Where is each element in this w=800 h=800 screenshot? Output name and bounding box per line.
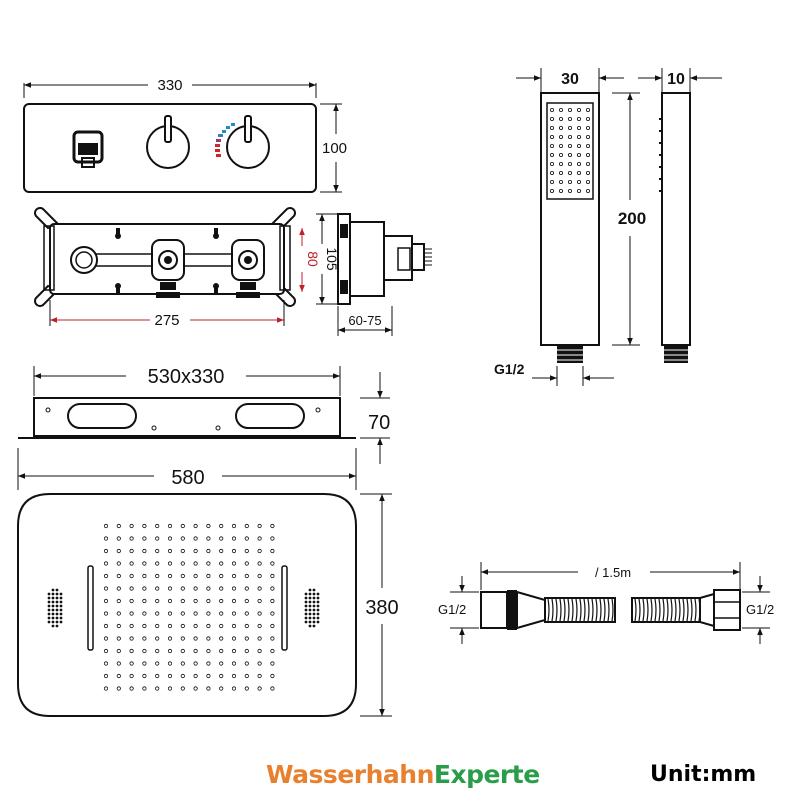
panel-plate bbox=[23, 103, 317, 193]
hand-shower: 30 10 200 bbox=[494, 68, 722, 386]
hand-nozzle-grid bbox=[550, 108, 591, 193]
hose-thread-right-label: G1/2 bbox=[746, 602, 774, 617]
panel-height-label: 100 bbox=[322, 140, 347, 157]
brand-logo: WasserhahnExperte bbox=[266, 760, 540, 789]
control-panel: 330 bbox=[23, 77, 347, 193]
panel-width-label: 330 bbox=[157, 77, 182, 94]
hose-outlet-icon bbox=[72, 130, 104, 168]
mist-nozzle-left bbox=[47, 588, 63, 628]
rain-head-height-label: 380 bbox=[365, 597, 398, 619]
brand-part-2: Experte bbox=[433, 760, 540, 789]
hose-thread-left-label: G1/2 bbox=[438, 602, 466, 617]
temperature-scale-icon bbox=[215, 123, 235, 157]
mist-nozzle-right bbox=[304, 588, 320, 628]
valve-box: 275 bbox=[34, 207, 296, 329]
unit-label: Unit:mm bbox=[650, 762, 757, 787]
brand-part-1: Wasserhahn bbox=[266, 760, 434, 789]
valve-outer-label: 105 bbox=[324, 247, 340, 271]
valve-inner-label: 80 bbox=[305, 251, 321, 267]
hand-shower-thickness-label: 10 bbox=[667, 71, 685, 88]
hose-ribs bbox=[547, 598, 614, 622]
valve-depth-label: 60-75 bbox=[348, 313, 381, 328]
hand-shower-width-label: 30 bbox=[561, 71, 579, 88]
valve-side-view: 80 105 60-75 bbox=[299, 213, 432, 336]
rain-head-top-view: 530x330 70 bbox=[18, 366, 390, 464]
thermostat-knob-icon bbox=[215, 115, 270, 169]
hose: / 1.5m G1/2 G1/2 bbox=[438, 562, 774, 644]
top-plate-size-label: 530x330 bbox=[148, 366, 225, 388]
hand-shower-length-label: 200 bbox=[618, 209, 646, 228]
valve-box-length-label: 275 bbox=[154, 312, 179, 329]
rain-head-width-label: 580 bbox=[171, 467, 204, 489]
rain-head-front-view: 580 380 bbox=[17, 448, 399, 717]
hose-length-label: / 1.5m bbox=[595, 565, 631, 580]
rain-nozzle-grid bbox=[103, 523, 275, 691]
top-plate-thickness-label: 70 bbox=[368, 412, 390, 434]
hand-shower-thread-label: G1/2 bbox=[494, 361, 525, 377]
diverter-knob-icon bbox=[146, 115, 190, 169]
